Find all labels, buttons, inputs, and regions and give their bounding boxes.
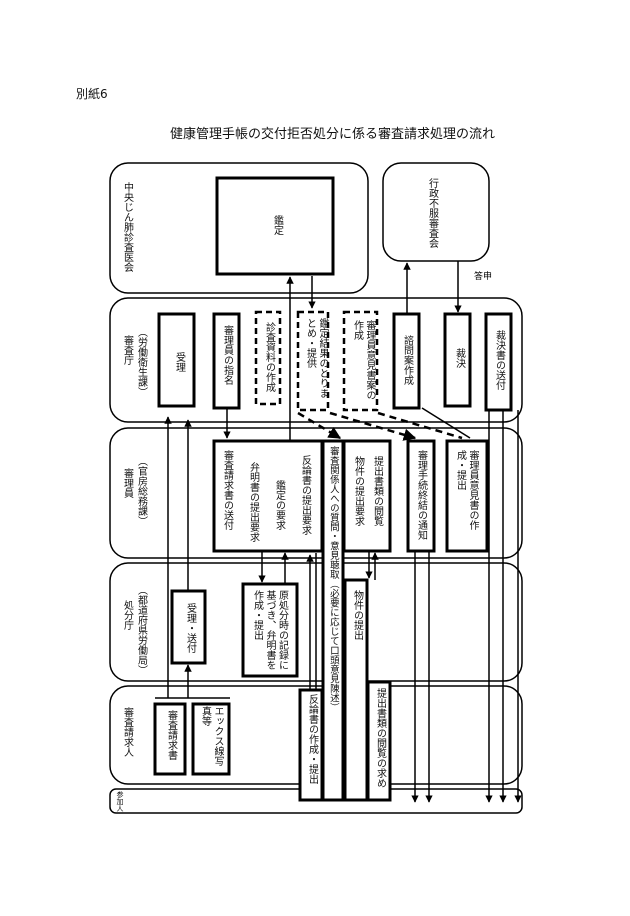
box-xray bbox=[191, 702, 231, 776]
box-shinsa-sakusei-text: 診査資料の作成 bbox=[263, 322, 275, 392]
lane-central bbox=[109, 162, 369, 294]
examiner-item-1: 審査請求書の送付 bbox=[221, 450, 233, 530]
box-bukken-teishutsu-text: 物件の提出 bbox=[351, 590, 363, 640]
lane-disposition-label: 処分庁 bbox=[121, 600, 133, 630]
box-eturan-req-text: 提出書類の閲覧の求め bbox=[374, 688, 386, 788]
lane-tribunal bbox=[382, 162, 490, 262]
box-saiketsu-send bbox=[484, 312, 513, 412]
box-saiketsu-text: 裁決 bbox=[453, 348, 465, 368]
box-oral bbox=[321, 439, 345, 802]
examiner-item-2: 弁明書の提出要求 bbox=[247, 462, 259, 542]
box-kantei-text: 鑑定 bbox=[271, 215, 283, 235]
lane-central-label: 中央じん肺診査医会 bbox=[121, 182, 133, 272]
box-appoint-text: 審理員の指名 bbox=[221, 325, 233, 385]
box-end-notice bbox=[406, 439, 436, 553]
box-kantei-kekka bbox=[296, 310, 330, 412]
box-req-doc bbox=[153, 702, 187, 776]
box-eturan-req bbox=[366, 680, 392, 802]
box-shinsa-sakusei bbox=[254, 310, 282, 406]
lane-agency bbox=[109, 297, 523, 423]
box-kantei-kekka-text: 鑑定結果のとりまとめ・提供 bbox=[304, 318, 329, 398]
box-bukken-yokyu-text: 物件の提出要求 bbox=[352, 456, 364, 526]
examiner-item-4: 反論書の提出要求 bbox=[299, 455, 311, 535]
box-uketori-text: 受理・送付 bbox=[184, 603, 196, 653]
lane-disposition-sub: （都道府県労働局） bbox=[135, 585, 147, 675]
box-juri-text: 受理 bbox=[173, 352, 185, 372]
lane-requester-label: 審査請求人 bbox=[121, 707, 133, 757]
diagram-title: 健康管理手帳の交付拒否処分に係る審査請求処理の流れ bbox=[170, 127, 496, 142]
box-kantei bbox=[215, 176, 335, 276]
box-saiketsu-send-text: 裁決書の送付 bbox=[493, 330, 505, 390]
examiner-item-3: 鑑定の要求 bbox=[273, 480, 285, 530]
box-appoint bbox=[212, 312, 241, 410]
box-oral-text: 審査関係人への質問・意見聴取（必要に応じて口頭意見陳述） bbox=[327, 446, 339, 712]
box-teishutsu-eturan-text: 提出書類の閲覧 bbox=[371, 456, 383, 526]
lane-agency-sub: （労働衛生課） bbox=[135, 327, 147, 397]
box-req-doc-text: 審査請求書 bbox=[165, 710, 177, 760]
lane-agency-label: 審査庁 bbox=[121, 335, 133, 365]
lane-tribunal-label: 行政不服審査会 bbox=[426, 178, 438, 248]
box-iken-teishutsu bbox=[445, 439, 489, 553]
box-juri bbox=[157, 312, 196, 408]
box-benmei-text: 原処分時の記録に基づき、弁明書を作成・提出 bbox=[251, 590, 288, 670]
box-benmei bbox=[241, 582, 299, 678]
page-label: 別紙6 bbox=[76, 87, 108, 101]
box-saiketsu bbox=[443, 312, 472, 408]
lane-examiner-label: 審理員 bbox=[121, 468, 133, 498]
box-shimon-text: 諮問案作成 bbox=[401, 335, 413, 385]
box-riin-iken-text: 審理員意見書案の作成 bbox=[351, 320, 376, 400]
box-hanron-text: 反論書の作成・提出 bbox=[306, 694, 318, 784]
lane-participant-label: 参加人 bbox=[116, 791, 124, 812]
box-xray-text: エックス線写真等 bbox=[199, 706, 224, 766]
box-iken-teishutsu-text: 審理員意見書の作成・提出 bbox=[454, 450, 479, 530]
box-end-notice-text: 審理手続終結の通知 bbox=[415, 450, 427, 540]
box-riin-iken bbox=[342, 310, 379, 412]
lane-examiner-sub: （官房総務課） bbox=[135, 456, 147, 526]
tribunal-answer-label: 答申 bbox=[474, 270, 492, 282]
